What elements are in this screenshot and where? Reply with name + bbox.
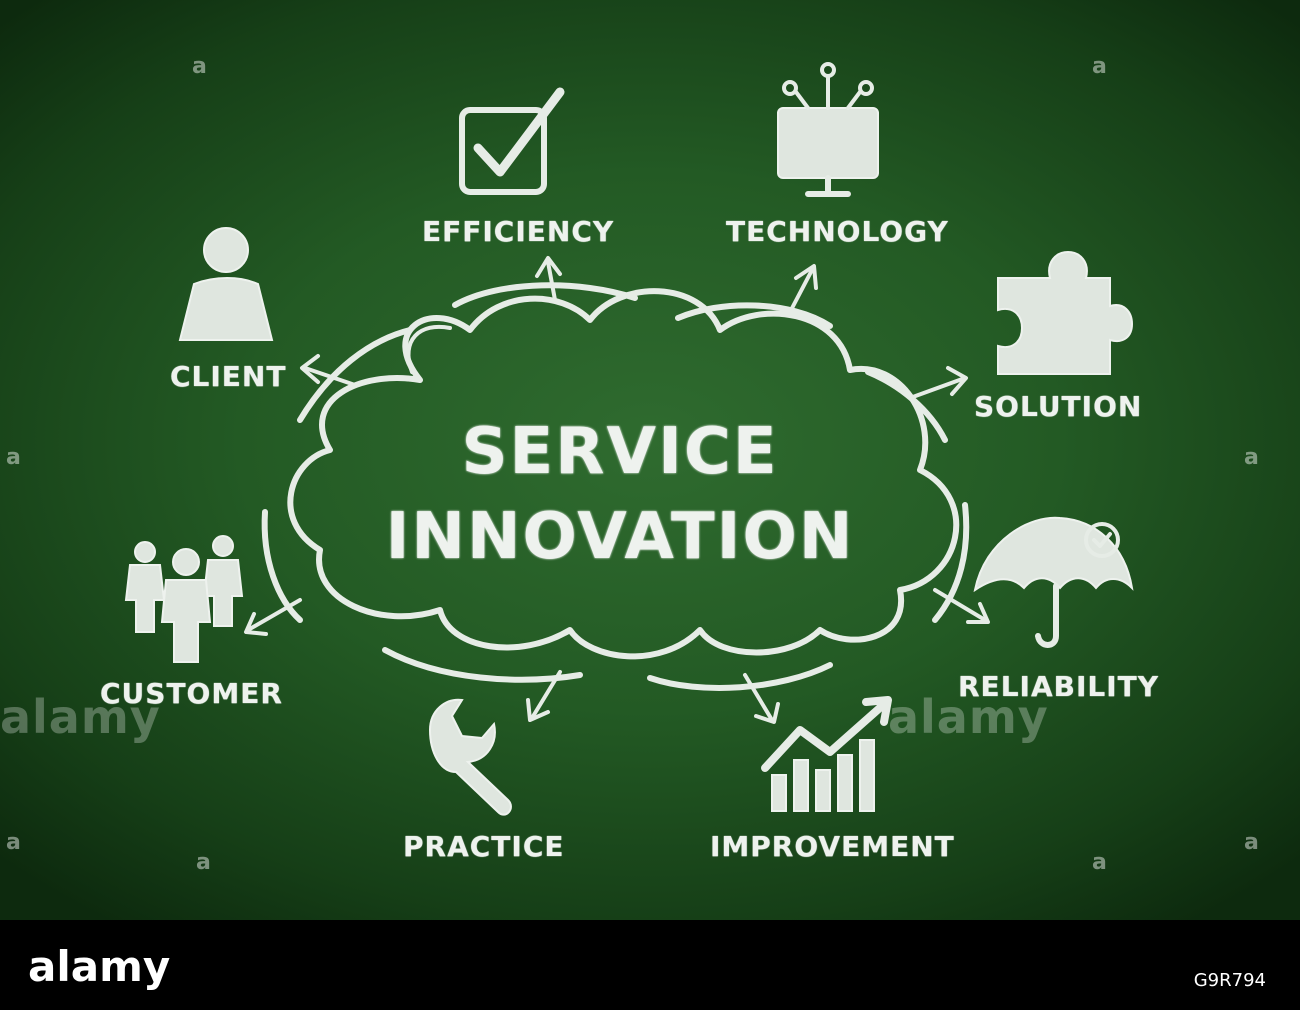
cloud-inner-arc (406, 324, 452, 374)
watermark-right: alamy (888, 690, 1049, 744)
diagram-title-line1: SERVICE (461, 415, 779, 489)
arc-bottom-right (647, 662, 833, 691)
arrow-efficiency (535, 256, 562, 302)
person-icon (178, 227, 274, 341)
arrow-customer (244, 598, 302, 636)
arrow-improvement (743, 673, 780, 724)
monitor-circuit-icon (777, 62, 879, 197)
arrow-client (300, 354, 357, 387)
umbrella-check-icon (973, 516, 1134, 648)
chalkboard: SERVICE INNOVATION EFFICIENCY TECHNOLOGY… (0, 0, 1300, 920)
arrow-practice (526, 670, 562, 722)
arrow-reliability (933, 588, 990, 624)
watermark-mark: a (1092, 850, 1107, 875)
watermark-mark: a (196, 850, 211, 875)
bar-chart-growth-icon (761, 696, 892, 812)
arc-right-upper (865, 369, 948, 443)
watermark-mark: a (1244, 830, 1259, 855)
node-label-technology: TECHNOLOGY (726, 215, 949, 248)
watermark-mark: a (6, 830, 21, 855)
arc-top-left (452, 282, 638, 308)
node-label-improvement: IMPROVEMENT (710, 830, 955, 863)
watermark-mark: a (6, 445, 21, 470)
arrow-technology (788, 264, 818, 314)
node-label-practice: PRACTICE (403, 830, 565, 863)
watermark-mark: a (192, 54, 207, 79)
node-label-efficiency: EFFICIENCY (422, 215, 615, 248)
arrow-solution (908, 366, 968, 400)
arc-left-lower (261, 509, 303, 623)
watermark-mark: a (1244, 445, 1259, 470)
diagram-artwork (124, 62, 1134, 816)
watermark-left: alamy (0, 690, 161, 744)
node-label-client: CLIENT (170, 360, 287, 393)
node-label-customer: CUSTOMER (100, 677, 283, 710)
arc-right-lower (932, 502, 970, 623)
checkbox-icon (459, 87, 565, 195)
puzzle-piece-icon (997, 250, 1134, 375)
arc-top-right (675, 302, 833, 329)
arc-bottom-left (382, 647, 583, 683)
node-label-reliability: RELIABILITY (958, 670, 1160, 703)
arc-left-upper (297, 327, 413, 423)
group-people-icon (124, 535, 244, 663)
footer-image-id: G9R794 (1193, 970, 1266, 991)
diagram-title-line2: INNOVATION (385, 500, 855, 574)
node-label-solution: SOLUTION (974, 390, 1143, 423)
wrench-icon (428, 698, 512, 816)
cloud-shape (287, 288, 960, 660)
footer-bar: alamy G9R794 (0, 920, 1300, 1010)
footer-logo: alamy (28, 942, 171, 991)
watermark-mark: a (1092, 54, 1107, 79)
